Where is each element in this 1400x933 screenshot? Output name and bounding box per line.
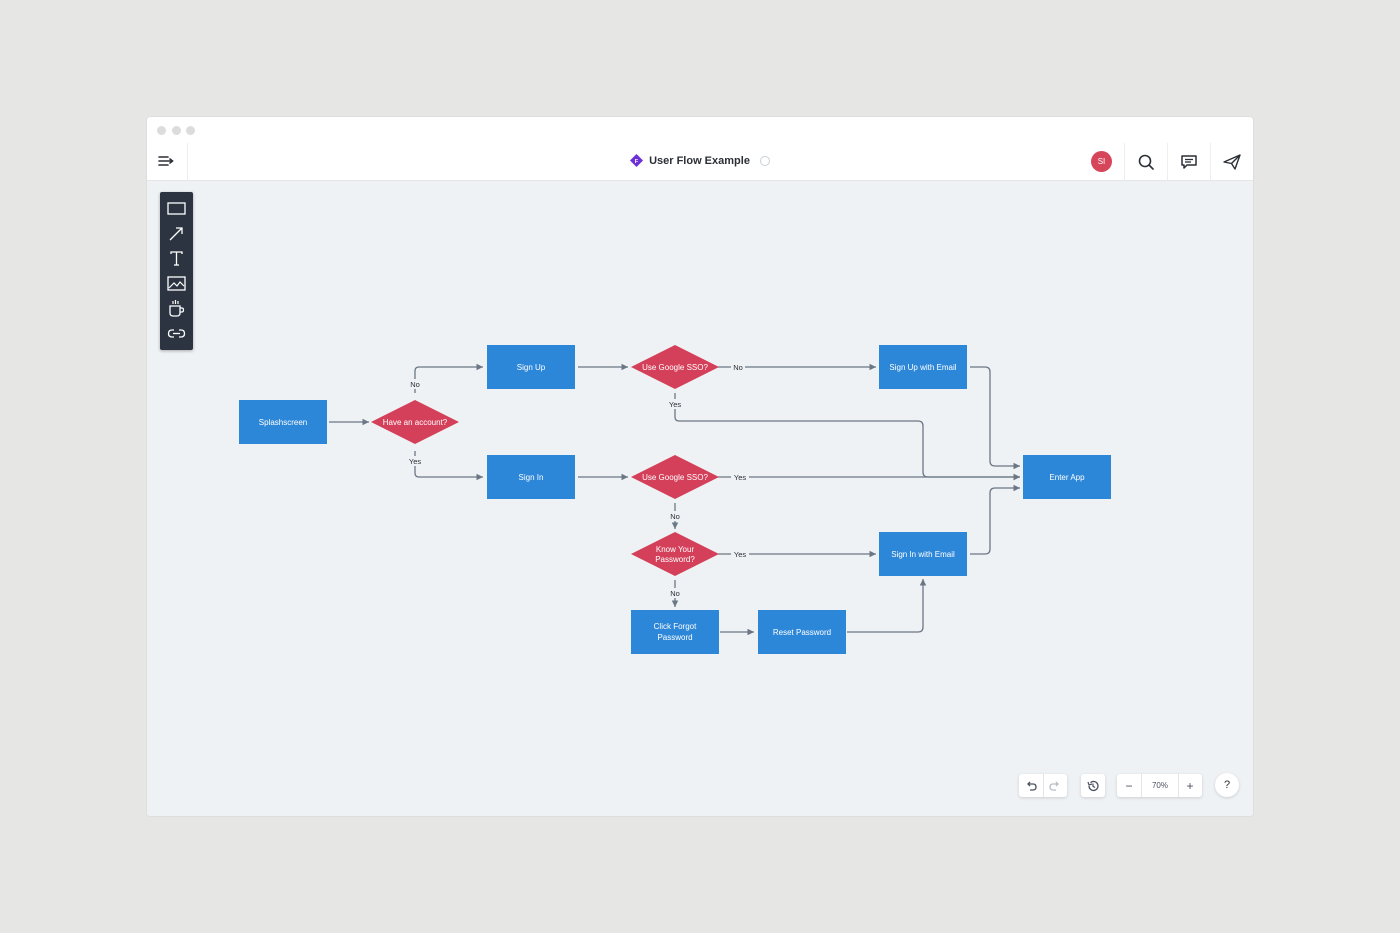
edge-label-password-no: No: [670, 589, 680, 598]
arrow-tool[interactable]: [166, 223, 187, 244]
edge-label-account-yes: Yes: [409, 457, 421, 466]
user-avatar[interactable]: SI: [1091, 151, 1112, 172]
zoom-out-button[interactable]: −: [1125, 778, 1133, 793]
node-know-password-label-1: Know Your: [656, 545, 695, 554]
share-button[interactable]: [1222, 152, 1242, 172]
history-button[interactable]: [1081, 774, 1105, 797]
edge-label-signup-sso-yes: Yes: [669, 400, 681, 409]
redo-icon: [1049, 781, 1059, 791]
edge-signup-email-to-app[interactable]: [970, 366, 1020, 470]
link-tool[interactable]: [166, 323, 187, 344]
zoom-controls: − 70% +: [1117, 774, 1202, 797]
node-reset-password[interactable]: [758, 610, 846, 654]
undo-icon: [1027, 781, 1037, 791]
edge-label-account-no: No: [410, 380, 420, 389]
node-sso-signup-label: Use Google SSO?: [642, 363, 708, 372]
node-enter-app-label: Enter App: [1049, 473, 1085, 482]
zoom-in-button[interactable]: +: [1186, 778, 1194, 793]
node-have-account[interactable]: [371, 400, 459, 444]
image-tool-icon: [167, 276, 186, 291]
node-sign-up-label: Sign Up: [517, 363, 546, 372]
undo-button[interactable]: [1019, 774, 1044, 797]
node-click-forgot[interactable]: [631, 610, 719, 654]
node-sign-in-label: Sign In: [519, 473, 544, 482]
edge-label-signin-sso-yes: Yes: [734, 473, 746, 482]
node-have-account-label: Have an account?: [383, 418, 448, 427]
edge-signup-sso-yes[interactable]: [674, 393, 1020, 481]
node-signup-email[interactable]: [879, 345, 967, 389]
comment-icon: [1181, 155, 1197, 169]
hamburger-arrow-icon: [158, 156, 174, 166]
info-icon[interactable]: [759, 155, 770, 166]
search-button[interactable]: [1136, 152, 1156, 172]
zoom-level[interactable]: 70%: [1141, 774, 1179, 797]
node-click-forgot-label-2: Password: [657, 633, 692, 642]
node-sso-signup[interactable]: [631, 345, 719, 389]
search-icon: [1138, 154, 1154, 170]
rectangle-tool[interactable]: [166, 198, 187, 219]
edge-label-signup-sso-no: No: [733, 363, 743, 372]
edge-signin-email-to-app[interactable]: [970, 484, 1020, 555]
node-splashscreen-label: Splashscreen: [259, 418, 307, 427]
node-know-password[interactable]: [631, 532, 719, 576]
comments-button[interactable]: [1179, 152, 1199, 172]
top-toolbar: F User Flow Example SI: [147, 143, 1253, 181]
history-icon: [1087, 780, 1099, 791]
node-signin-email[interactable]: [879, 532, 967, 576]
app-logo-letter: F: [635, 159, 639, 165]
tools-panel: [160, 192, 193, 350]
sticker-tool[interactable]: [166, 298, 187, 319]
text-tool[interactable]: [166, 248, 187, 269]
text-tool-icon: [170, 251, 183, 266]
window-close-dot[interactable]: [157, 126, 166, 135]
edge-label-password-yes: Yes: [734, 550, 746, 559]
node-signup-email-label: Sign Up with Email: [889, 363, 956, 372]
sticker-cup-icon: [169, 300, 185, 317]
redo-button[interactable]: [1043, 774, 1067, 797]
whiteboard-canvas[interactable]: Splashscreen Have an account? Sign Up Si…: [147, 181, 1253, 816]
link-tool-icon: [167, 329, 186, 338]
node-sso-signin-label: Use Google SSO?: [642, 473, 708, 482]
edge-account-yes[interactable]: [414, 451, 483, 481]
window-zoom-dot[interactable]: [186, 126, 195, 135]
app-logo-icon: F: [630, 154, 644, 167]
window-minimize-dot[interactable]: [172, 126, 181, 135]
node-reset-password-label: Reset Password: [773, 628, 831, 637]
arrow-tool-icon: [169, 227, 183, 241]
undo-redo-group: [1019, 774, 1067, 797]
node-sign-up[interactable]: [487, 345, 575, 389]
history-button-inner[interactable]: [1081, 774, 1105, 797]
node-enter-app[interactable]: [1023, 455, 1111, 499]
flowchart-diagram: Splashscreen Have an account? Sign Up Si…: [239, 345, 1111, 654]
image-tool[interactable]: [166, 273, 187, 294]
help-button[interactable]: ?: [1215, 773, 1239, 797]
app-window: F User Flow Example SI: [147, 117, 1253, 816]
node-signin-email-label: Sign In with Email: [891, 550, 955, 559]
edge-reset-to-signin-email[interactable]: [847, 579, 927, 633]
document-title[interactable]: User Flow Example: [649, 154, 750, 167]
node-sign-in[interactable]: [487, 455, 575, 499]
node-click-forgot-label-1: Click Forgot: [654, 622, 697, 631]
window-titlebar: [147, 117, 1253, 143]
share-send-icon: [1223, 154, 1241, 170]
edge-label-signin-sso-no: No: [670, 512, 680, 521]
rectangle-tool-icon: [167, 202, 186, 215]
node-know-password-label-2: Password?: [655, 555, 695, 564]
node-sso-signin[interactable]: [631, 455, 719, 499]
edge-account-no[interactable]: [414, 363, 483, 393]
node-splashscreen[interactable]: [239, 400, 327, 444]
document-title-area: F User Flow Example: [147, 154, 1253, 170]
menu-button[interactable]: [155, 151, 179, 173]
